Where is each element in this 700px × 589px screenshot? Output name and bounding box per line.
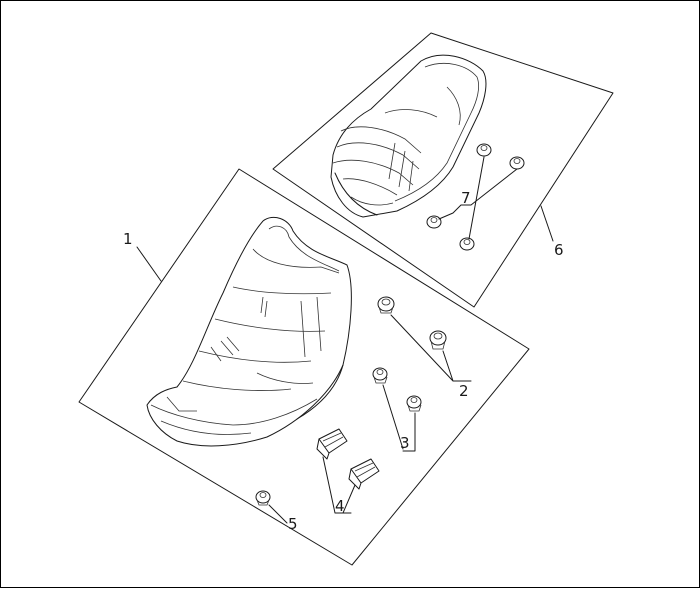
rear-grommet-2 [509, 156, 525, 170]
front-seat-panel [78, 168, 530, 566]
callout-6: 6 [554, 241, 564, 259]
bracket-4a [316, 428, 348, 460]
leader-7 [438, 156, 518, 240]
leader-1 [136, 246, 162, 282]
bushing-2b [429, 330, 447, 350]
callout-1: 1 [123, 230, 133, 248]
nut-5 [255, 490, 271, 506]
leader-4 [322, 456, 356, 514]
leader-5 [268, 504, 288, 524]
front-seat-part [146, 216, 352, 447]
callout-7: 7 [461, 189, 471, 207]
rear-grommet-4 [459, 237, 475, 251]
bushing-2a [377, 296, 395, 314]
rear-seat-part [330, 54, 487, 218]
rear-grommet-1 [476, 143, 492, 157]
callout-2: 2 [459, 382, 469, 400]
leader-6 [540, 205, 554, 242]
rear-grommet-3 [426, 215, 442, 229]
leader-3 [382, 384, 416, 452]
bushing-3a [372, 367, 388, 384]
bushing-3b [406, 395, 422, 412]
leader-2 [390, 314, 472, 382]
callout-5: 5 [288, 515, 298, 533]
rear-seat-panel [272, 32, 614, 308]
callout-3: 3 [400, 434, 410, 452]
callout-4: 4 [335, 497, 345, 515]
bracket-4b [348, 458, 380, 490]
